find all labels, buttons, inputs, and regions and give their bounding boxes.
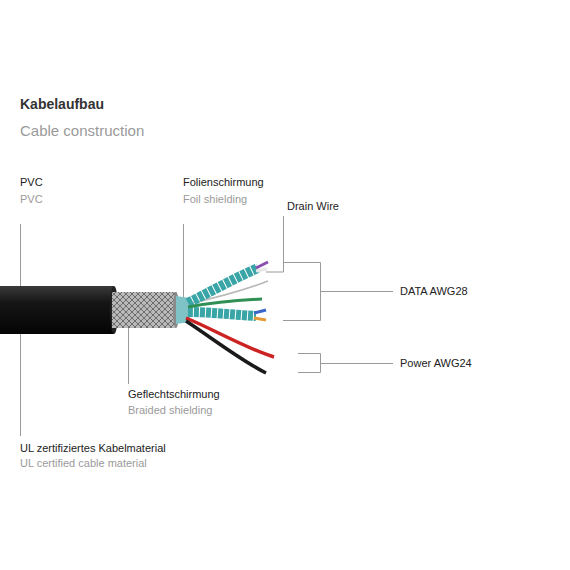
part-label: PVC xyxy=(20,193,43,206)
part-label: PVC xyxy=(20,176,43,189)
braided-shield xyxy=(112,292,176,328)
diagram-subtitle: Cable construction xyxy=(20,122,144,140)
data-wire-purple xyxy=(256,262,268,268)
part-label: Foil shielding xyxy=(183,193,247,206)
part-label: Power AWG24 xyxy=(400,357,472,370)
data-pair xyxy=(188,312,256,316)
diagram-title: Kabelaufbau xyxy=(20,96,104,113)
data-wire-orange xyxy=(254,318,266,320)
data-wire-blue xyxy=(254,310,266,313)
part-label: Folienschirmung xyxy=(183,176,264,189)
part-label: UL certified cable material xyxy=(20,457,147,470)
part-label: UL zertifiziertes Kabelmaterial xyxy=(20,442,166,455)
data-pair xyxy=(188,268,258,303)
pvc-jacket xyxy=(0,286,114,334)
part-label: DATA AWG28 xyxy=(400,285,468,298)
part-label: Drain Wire xyxy=(287,200,339,213)
part-label: Geflechtschirmung xyxy=(128,388,220,401)
power-wire-black xyxy=(186,321,266,373)
data-wire-white xyxy=(256,269,267,271)
data-wire-green xyxy=(188,299,262,307)
part-label: Braided shielding xyxy=(128,404,212,417)
